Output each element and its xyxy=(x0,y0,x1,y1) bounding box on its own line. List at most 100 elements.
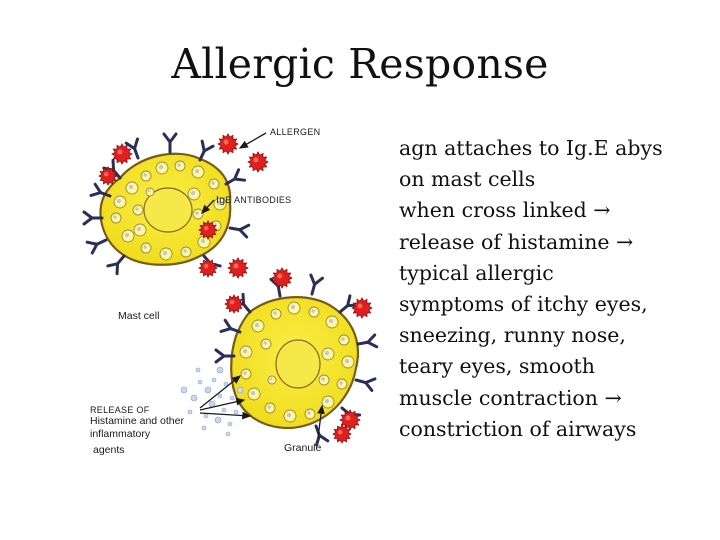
released-vesicle xyxy=(221,407,227,413)
granule-cluster-lower xyxy=(239,301,355,423)
mast-cell-diagram xyxy=(82,132,379,447)
antibody-arm xyxy=(238,223,251,232)
allergen-highlight xyxy=(223,139,229,145)
release-arrow-2 xyxy=(199,397,246,411)
allergen-highlight xyxy=(253,157,259,163)
antibody-arm xyxy=(82,216,94,226)
granule-core xyxy=(124,232,130,238)
granule-core xyxy=(200,238,206,244)
ige-antibody xyxy=(162,132,178,154)
ige-antibody xyxy=(219,318,242,334)
granule-core xyxy=(328,318,334,324)
antibody-arm xyxy=(313,276,324,286)
granule-core xyxy=(250,390,256,396)
antibody-arm xyxy=(233,168,241,181)
ige-antibody xyxy=(106,254,126,276)
granule-core xyxy=(263,341,267,345)
granule-core xyxy=(339,381,343,385)
antibody-arm xyxy=(82,210,94,220)
granule-core xyxy=(128,184,134,190)
granule-core xyxy=(162,250,168,256)
allergen-particle xyxy=(271,267,293,289)
released-vesicle xyxy=(208,400,216,408)
allergen-highlight xyxy=(277,273,283,279)
allergen-particle xyxy=(351,297,373,319)
antibody-stem xyxy=(95,238,108,246)
mast-cell-upper xyxy=(99,152,232,266)
antibody-arm xyxy=(366,333,377,344)
slide-title: Allergic Response xyxy=(171,40,549,88)
granule-core xyxy=(211,181,215,185)
release-arrow-1 xyxy=(199,375,242,409)
granule-core xyxy=(136,226,142,232)
allergen-highlight xyxy=(117,149,123,155)
ige-antibody xyxy=(124,137,140,160)
antibody-arm xyxy=(233,177,247,182)
granule-core xyxy=(116,198,122,204)
text-line: sneezing, runny nose, xyxy=(399,323,626,348)
mast-cell-label: Mast cell xyxy=(118,310,160,322)
allergen-highlight xyxy=(337,429,343,435)
antibody-arm xyxy=(115,262,120,276)
release-label-line2: Histamine and other xyxy=(90,415,184,427)
text-line: constriction of airways xyxy=(399,416,637,441)
ige-antibody xyxy=(228,223,251,239)
antibody-arm xyxy=(309,273,317,286)
released-vesicle xyxy=(203,413,209,419)
text-line: teary eyes, smooth xyxy=(399,354,595,379)
pointer-arrows xyxy=(199,132,325,439)
granule-core xyxy=(143,245,147,249)
antibody-stem xyxy=(310,282,317,296)
released-vesicle xyxy=(236,386,244,394)
allergic-response-figure: ALLERGEN IgE ANTIBODIES Mast cell RELEAS… xyxy=(80,118,380,490)
antibody-stem xyxy=(242,302,252,314)
antibody-arm xyxy=(364,381,374,392)
antibody-stem xyxy=(99,191,112,198)
granule-core xyxy=(273,311,277,315)
allergen-particle xyxy=(111,143,133,165)
allergen-particle xyxy=(224,294,244,314)
antibody-arrow xyxy=(201,199,215,214)
mast-cell-upper-nucleus xyxy=(143,187,193,233)
allergen-arrow xyxy=(238,132,267,149)
antibody-arm xyxy=(124,141,137,151)
description-text: agn attaches to Ig.E abys on mast cells … xyxy=(399,133,689,445)
antibody-arm xyxy=(89,191,103,197)
allergen-highlight xyxy=(203,263,209,269)
released-vesicle xyxy=(201,425,207,431)
allergen-particle xyxy=(227,257,249,279)
antibody-arm xyxy=(219,327,233,333)
granule-core xyxy=(341,337,345,341)
released-vesicle xyxy=(229,395,235,401)
granule-core xyxy=(177,163,181,167)
granule-core xyxy=(194,168,200,174)
antibody-arm xyxy=(200,139,206,153)
granule-core xyxy=(147,189,151,193)
granule-core xyxy=(321,377,325,381)
granule-arrow xyxy=(317,404,325,439)
granule-core xyxy=(307,411,311,415)
released-vesicle xyxy=(195,367,201,373)
released-vesicle xyxy=(214,416,222,424)
antibody-arm xyxy=(315,433,321,447)
antibody-arm xyxy=(238,228,249,239)
granule-core xyxy=(183,249,187,253)
antibody-arm xyxy=(317,433,330,443)
antibody-arm xyxy=(106,262,120,268)
allergen-group xyxy=(98,133,373,444)
allergen-particle xyxy=(198,220,218,240)
granule-core xyxy=(344,358,350,364)
mast-cell-lower xyxy=(230,296,360,429)
released-vesicle xyxy=(217,393,223,399)
antibody-stem xyxy=(198,149,206,162)
antibody-stem xyxy=(116,254,126,266)
antibody-stem xyxy=(276,284,282,298)
allergen-highlight xyxy=(103,171,109,177)
granule-core xyxy=(242,348,248,354)
granule-core xyxy=(254,322,260,328)
ige-antibodies-label: IgE ANTIBODIES xyxy=(216,194,291,206)
released-vesicle xyxy=(227,421,233,427)
antibody-stem xyxy=(229,327,242,334)
release-arrow-3 xyxy=(199,411,252,420)
allergen-particle xyxy=(198,258,218,278)
